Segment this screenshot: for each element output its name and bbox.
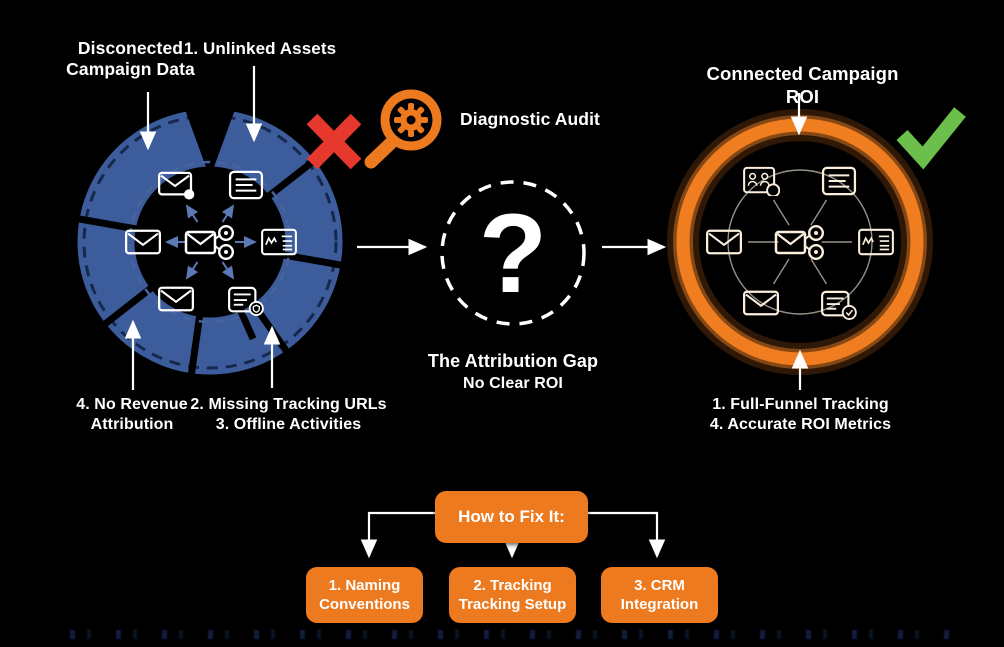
report-card-icon — [858, 228, 894, 256]
step-tracking-setup-button[interactable]: 2. Tracking Tracking Setup — [449, 567, 576, 623]
magnifier-gear-icon — [364, 89, 442, 169]
gap-subtitle: No Clear ROI — [463, 375, 563, 392]
green-check-icon — [896, 107, 966, 170]
callout-unlinked-assets: 1. Unlinked Assets — [183, 39, 337, 58]
connector-arrows — [124, 66, 809, 559]
gap-title: The Attribution Gap — [427, 351, 599, 371]
left-title: Disconected Campaign Data — [66, 38, 195, 80]
callout-full-funnel: 1. Full-Funnel Tracking 4. Accurate ROI … — [709, 396, 892, 433]
envelope-icon — [705, 229, 743, 255]
question-mark: ? — [478, 190, 548, 316]
attribution-gap-circle — [440, 180, 586, 326]
hub-spoke-arrows — [165, 204, 257, 280]
contacts-card-icon — [743, 166, 780, 196]
right-title: Connected Campaign ROI — [706, 63, 899, 107]
step-naming-conventions-button[interactable]: 1. Naming Conventions — [306, 567, 423, 623]
red-x-icon — [306, 113, 362, 170]
connected-roi-ring — [667, 109, 933, 375]
step-crm-integration-button[interactable]: 3. CRM Integration — [601, 567, 718, 623]
callout-missing-tracking: 2. Missing Tracking URLs 3. Offline Acti… — [190, 396, 387, 433]
envelope-share-icon — [184, 224, 235, 261]
diagnostic-audit-label: Diagnostic Audit — [460, 109, 600, 129]
broken-campaign-wheel — [73, 104, 347, 380]
envelope-share-icon — [774, 224, 825, 261]
verified-document-icon — [821, 290, 857, 320]
footer-watermark-strip — [70, 630, 950, 639]
callout-no-revenue: 4. No Revenue Attribution — [76, 396, 188, 433]
secure-document-icon — [228, 286, 264, 316]
how-to-fix-button[interactable]: How to Fix It: — [435, 491, 588, 543]
crack-notch — [183, 104, 237, 178]
